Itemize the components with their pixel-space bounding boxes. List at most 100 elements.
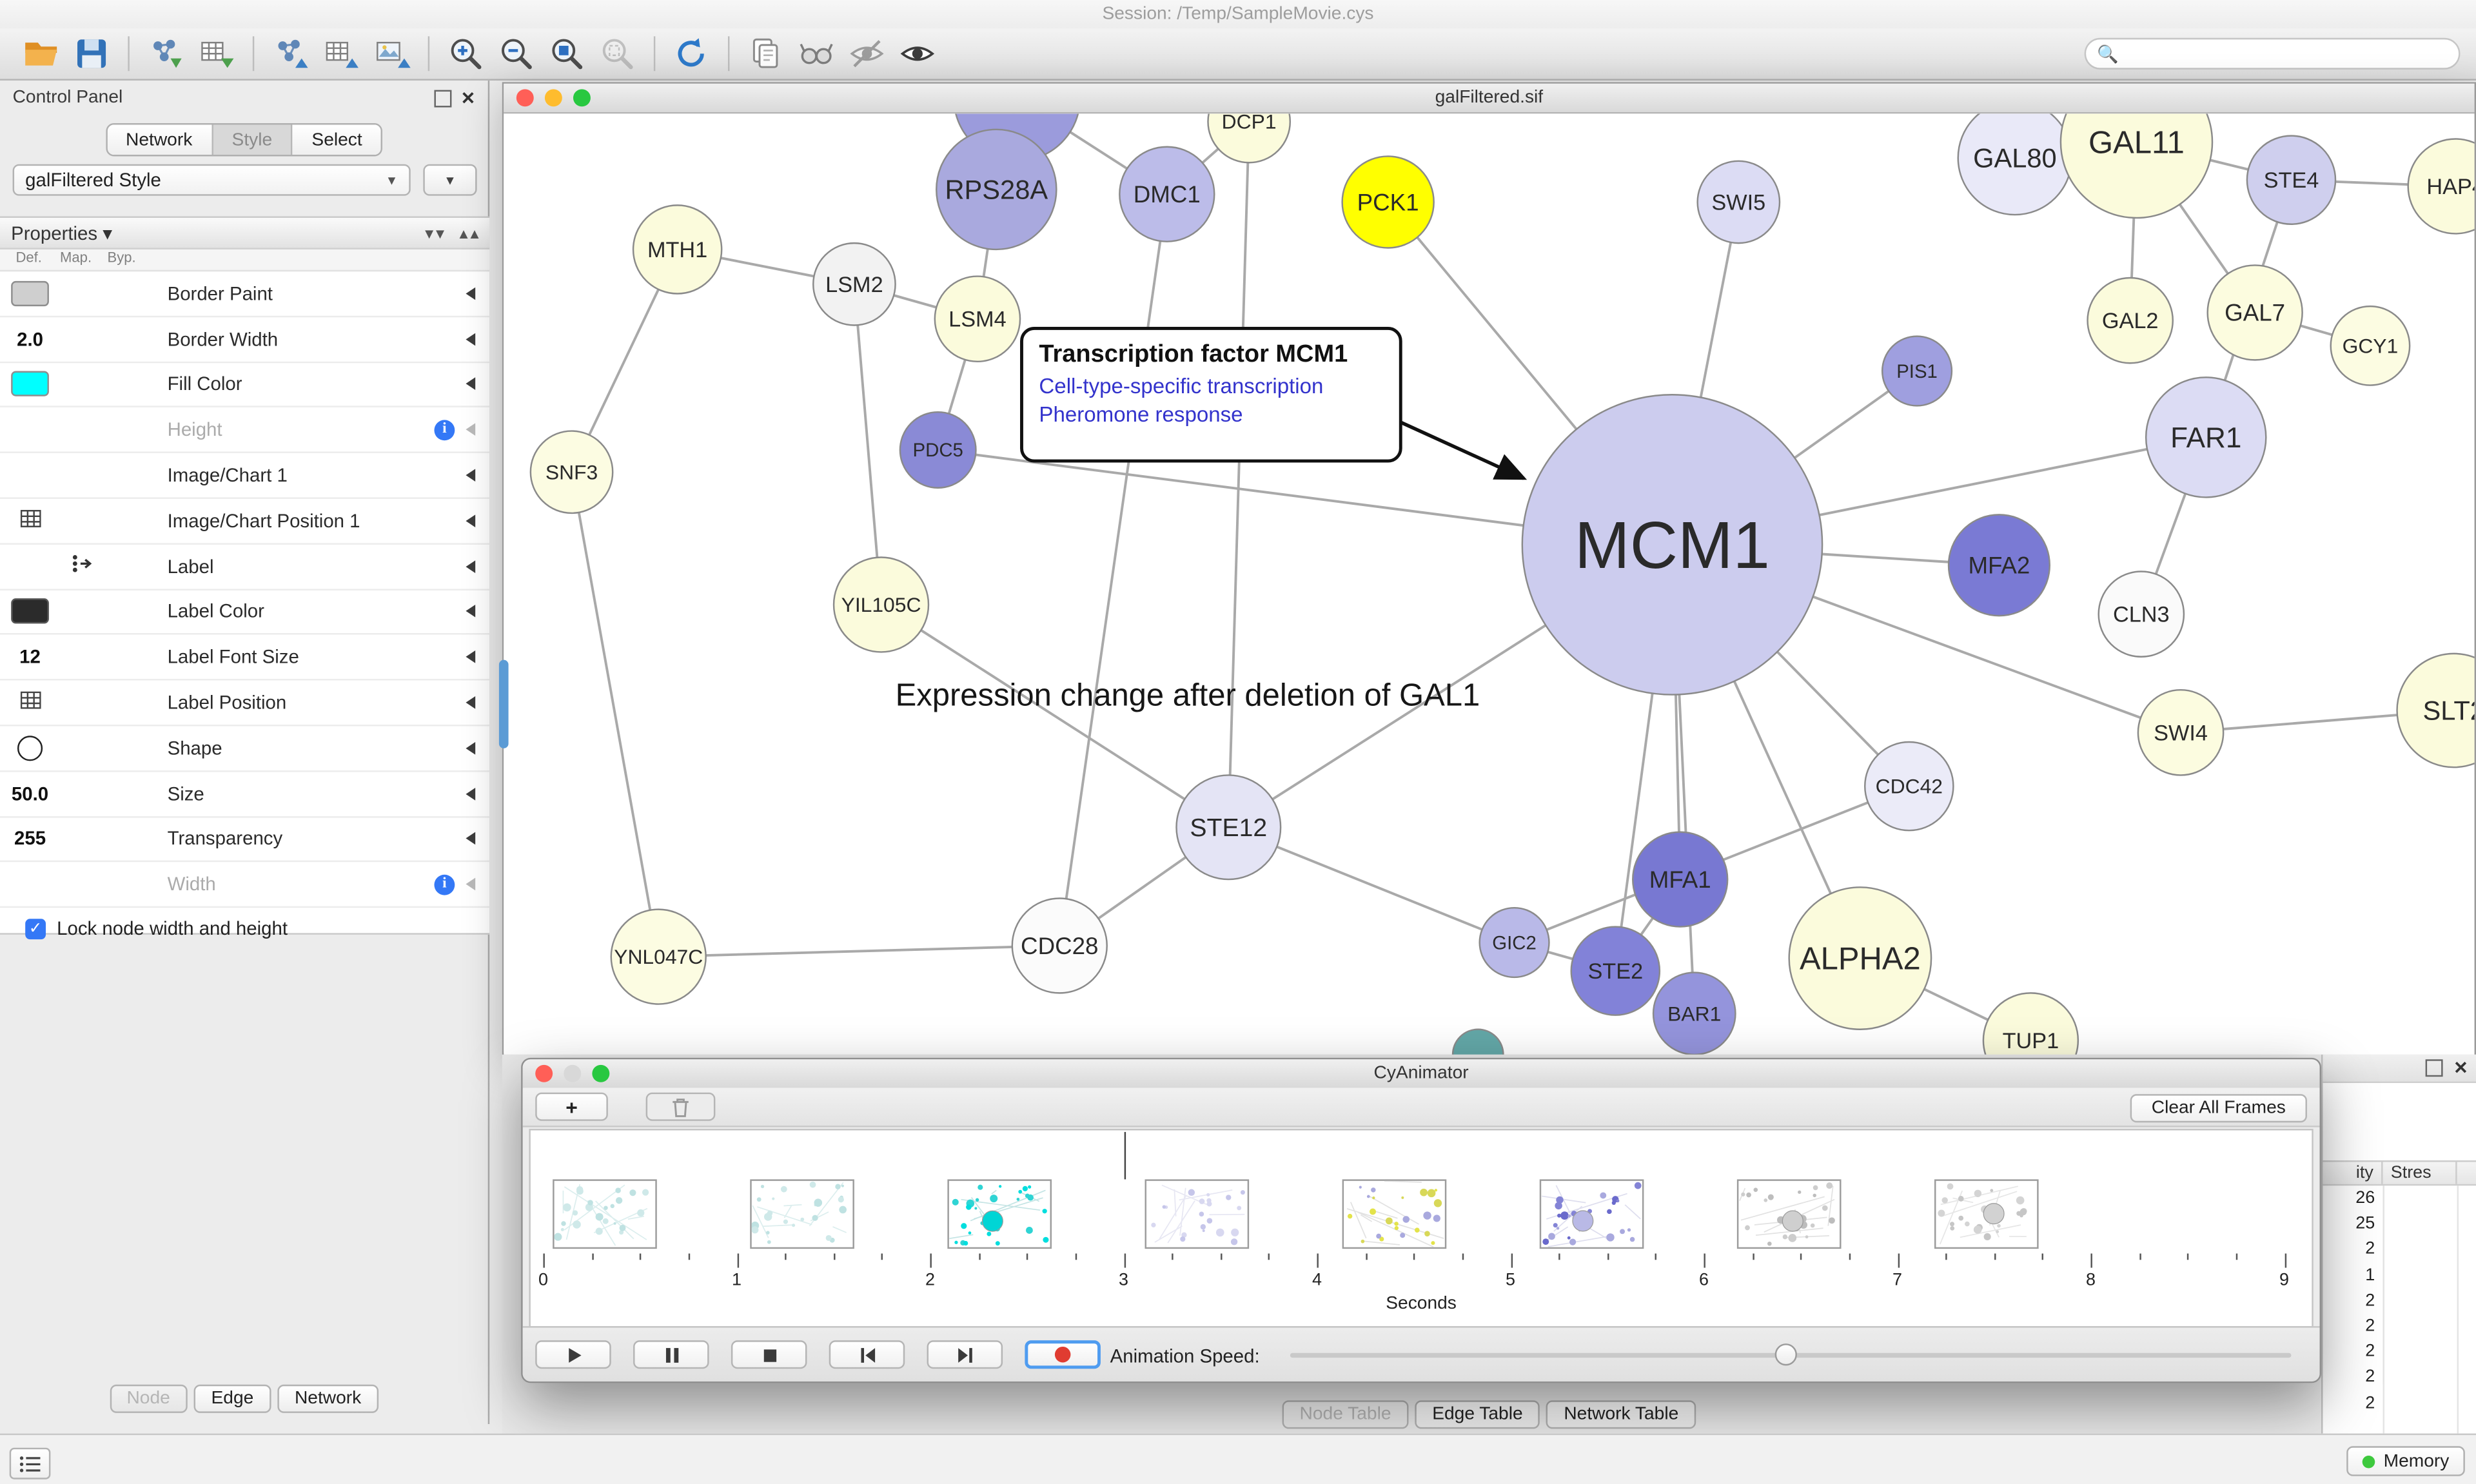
table-row[interactable]: 2: [2365, 1240, 2375, 1259]
frame-thumbnail-2[interactable]: [750, 1179, 854, 1249]
node-GAL2[interactable]: GAL2: [2087, 277, 2174, 364]
default-value-swatch[interactable]: [11, 371, 49, 397]
node-GAL7[interactable]: GAL7: [2206, 264, 2303, 361]
node-CDC28[interactable]: CDC28: [1011, 897, 1108, 994]
close-table-panel-icon[interactable]: ✕: [2453, 1059, 2468, 1079]
annotation-box[interactable]: Transcription factor MCM1 Cell-type-spec…: [1020, 326, 1402, 463]
node-PCK1[interactable]: PCK1: [1341, 155, 1435, 249]
table-row[interactable]: 26: [2355, 1189, 2375, 1208]
table-header-row[interactable]: ity Stres: [2323, 1160, 2476, 1186]
node-MTH1[interactable]: MTH1: [632, 204, 723, 295]
frame-thumbnail-1[interactable]: [553, 1179, 657, 1249]
node-GCY1[interactable]: GCY1: [2330, 305, 2411, 386]
frame-thumbnail-3[interactable]: [947, 1179, 1052, 1249]
status-panel-toggle-button[interactable]: [9, 1447, 51, 1479]
refresh-view-icon[interactable]: [666, 32, 716, 75]
property-row-label-color[interactable]: Label Color: [0, 590, 490, 636]
ellipse-shape-icon[interactable]: [17, 735, 43, 761]
close-window-button[interactable]: [535, 1064, 553, 1082]
record-button[interactable]: [1025, 1340, 1101, 1369]
tab-node-table[interactable]: Node Table: [1282, 1400, 1409, 1429]
node-SNF3[interactable]: SNF3: [529, 430, 614, 514]
slider-handle[interactable]: [1774, 1343, 1797, 1366]
stop-button[interactable]: [731, 1340, 807, 1369]
memory-button[interactable]: Memory: [2347, 1446, 2465, 1476]
node-DMC1[interactable]: DMC1: [1119, 146, 1215, 242]
property-row-image-chart-position-1[interactable]: Image/Chart Position 1: [0, 499, 490, 545]
pause-button[interactable]: [633, 1340, 709, 1369]
search-input[interactable]: [2125, 43, 2448, 65]
position-icon[interactable]: [19, 688, 41, 717]
expand-arrow-icon[interactable]: [466, 787, 476, 800]
property-row-label[interactable]: Label: [0, 544, 490, 590]
expand-arrow-icon[interactable]: [466, 424, 476, 436]
property-row-border-paint[interactable]: Border Paint: [0, 271, 490, 317]
copy-icon[interactable]: [741, 32, 791, 75]
node-PDC5[interactable]: PDC5: [899, 411, 977, 489]
table-row[interactable]: 1: [2365, 1265, 2375, 1285]
network-canvas[interactable]: RPS28BRPS28ADMC1DCP1PCK1SWI5GAL80GAL11ST…: [504, 113, 2475, 1055]
node-GIC2[interactable]: GIC2: [1479, 906, 1550, 979]
show-details-icon[interactable]: [892, 32, 943, 75]
node-YNL047C[interactable]: YNL047C: [610, 908, 707, 1005]
zoom-window-button[interactable]: [573, 89, 591, 107]
edge[interactable]: [852, 284, 883, 605]
skip-to-start-button[interactable]: [829, 1340, 905, 1369]
minimize-window-button[interactable]: [544, 89, 562, 107]
tab-network[interactable]: Network: [106, 124, 213, 155]
expand-arrow-icon[interactable]: [466, 378, 476, 391]
expand-arrow-icon[interactable]: [466, 560, 476, 573]
table-row[interactable]: 2: [2365, 1393, 2375, 1412]
expand-arrow-icon[interactable]: [466, 514, 476, 527]
style-options-button[interactable]: ▼: [423, 164, 477, 196]
close-panel-icon[interactable]: ✕: [460, 89, 476, 108]
expand-arrow-icon[interactable]: [466, 287, 476, 300]
tab-style[interactable]: Style: [213, 124, 293, 155]
node-MFA2[interactable]: MFA2: [1947, 514, 2051, 617]
node-PIS1[interactable]: PIS1: [1881, 335, 1953, 407]
delete-frame-button[interactable]: [645, 1092, 716, 1121]
birds-eye-view-icon[interactable]: [791, 32, 841, 75]
frame-thumbnail-5[interactable]: [1342, 1179, 1447, 1249]
export-image-icon[interactable]: [366, 32, 417, 75]
default-value[interactable]: 12: [19, 646, 41, 669]
property-row-label-position[interactable]: Label Position: [0, 681, 490, 727]
property-row-fill-color[interactable]: Fill Color: [0, 362, 490, 408]
text-annotation[interactable]: Expression change after deletion of GAL1: [895, 679, 1480, 714]
node-LSM4[interactable]: LSM4: [934, 275, 1021, 363]
node-YIL105C[interactable]: YIL105C: [832, 556, 930, 653]
frame-thumbnail-4[interactable]: [1145, 1179, 1250, 1249]
tab-node[interactable]: Node: [109, 1384, 188, 1413]
open-session-icon[interactable]: [15, 32, 66, 75]
tab-edge[interactable]: Edge: [193, 1384, 271, 1413]
node-LSM2[interactable]: LSM2: [812, 242, 896, 326]
expand-arrow-icon[interactable]: [466, 650, 476, 664]
expand-arrow-icon[interactable]: [466, 832, 476, 846]
property-row-image-chart-1[interactable]: Image/Chart 1: [0, 453, 490, 499]
float-table-panel-icon[interactable]: [2425, 1059, 2443, 1077]
node-GAL80[interactable]: GAL80: [1957, 113, 2073, 216]
node-MCM1[interactable]: MCM1: [1521, 394, 1823, 696]
edge[interactable]: [1058, 193, 1168, 946]
tab-select[interactable]: Select: [293, 124, 382, 155]
node-CLN3[interactable]: CLN3: [2098, 571, 2185, 658]
annotation-link[interactable]: Pheromone response: [1039, 402, 1243, 427]
zoom-window-button[interactable]: [592, 1064, 610, 1082]
table-row[interactable]: 2: [2365, 1342, 2375, 1362]
frame-thumbnail-7[interactable]: [1736, 1179, 1842, 1249]
node-STE4[interactable]: STE4: [2246, 135, 2337, 225]
node-ALPHA2[interactable]: ALPHA2: [1788, 886, 1932, 1030]
zoom-in-icon[interactable]: [440, 32, 491, 75]
edge[interactable]: [880, 603, 1230, 828]
expand-arrow-icon[interactable]: [466, 469, 476, 482]
lock-size-row[interactable]: ✓ Lock node width and height: [0, 908, 489, 950]
node-BAR1[interactable]: BAR1: [1652, 971, 1736, 1055]
tab-edge-table[interactable]: Edge Table: [1415, 1400, 1540, 1429]
import-table-icon[interactable]: [191, 32, 241, 75]
